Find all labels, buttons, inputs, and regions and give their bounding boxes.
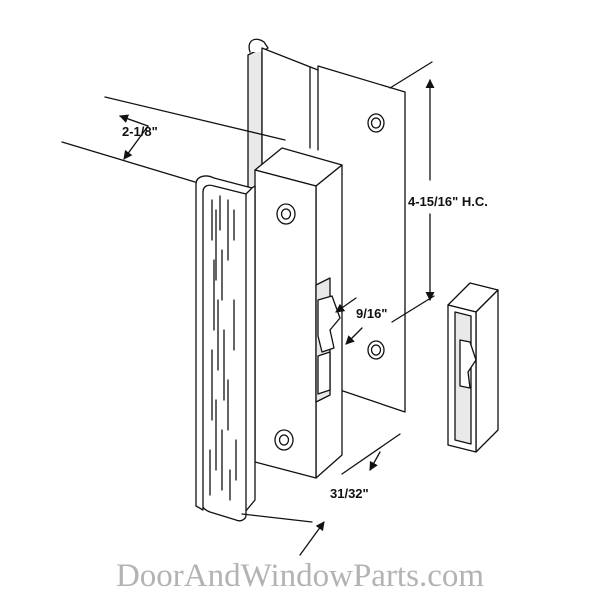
keeper <box>447 282 499 453</box>
dimension-handle-width: 31/32" <box>241 433 401 556</box>
handle-body <box>254 147 343 479</box>
lower-handle-hole <box>274 429 294 451</box>
watermark-text: DoorAndWindowParts.com <box>116 558 484 594</box>
dim-label-hole-centers: 4-15/16" H.C. <box>408 194 488 209</box>
upper-plate-hole <box>367 113 385 133</box>
pull-grip <box>195 175 256 522</box>
dim-label-handle-width: 31/32" <box>330 486 369 501</box>
lower-plate-hole <box>367 340 385 360</box>
latch-hook <box>317 295 341 353</box>
dim-label-latch-offset: 9/16" <box>356 306 387 321</box>
dimension-latch-offset: 9/16" <box>335 297 387 345</box>
dim-label-handle-depth: 2-1/8" <box>122 124 158 139</box>
dimension-hole-centers: 4-15/16" H.C. <box>389 61 488 323</box>
upper-handle-hole <box>276 203 296 225</box>
dimension-handle-depth: 2-1/8" <box>61 96 286 183</box>
